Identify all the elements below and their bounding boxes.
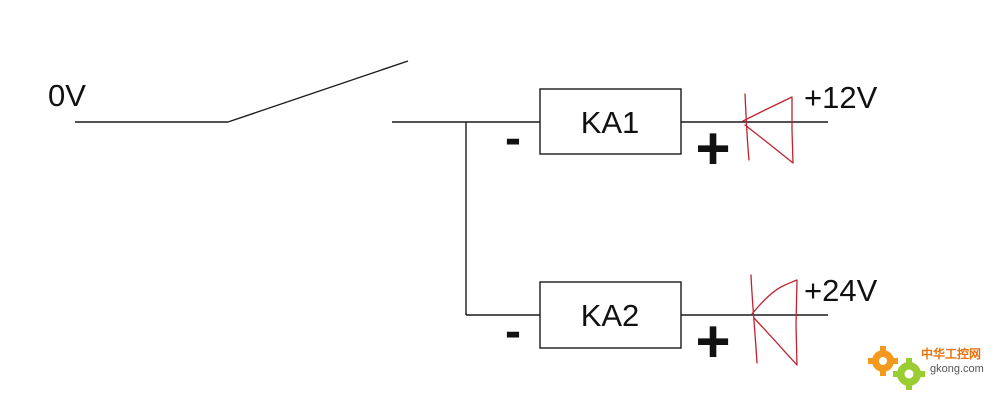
plus-sign-ka1: + <box>695 115 730 182</box>
minus-sign-ka2: - <box>505 305 521 358</box>
watermark-url: gkong.com <box>930 363 984 375</box>
diode-1 <box>742 93 794 164</box>
zero-volt-label: 0V <box>48 78 86 113</box>
diode-2 <box>750 274 798 366</box>
relay-label-ka2: KA2 <box>581 298 640 333</box>
common-wire <box>392 121 540 316</box>
relay-coil-ka2 <box>539 281 682 349</box>
plus-12v-label: +12V <box>804 80 878 115</box>
relay-coil-ka1 <box>539 88 682 155</box>
relay-label-ka1: KA1 <box>581 105 640 140</box>
relay-ka1: KA1 - + <box>505 88 828 182</box>
minus-sign-ka1: - <box>505 112 521 165</box>
switch <box>75 60 409 123</box>
watermark-brand: 中华工控网 <box>921 346 981 361</box>
plus-sign-ka2: + <box>695 308 730 375</box>
plus-24v-label: +24V <box>804 273 878 308</box>
gear-icon <box>868 346 925 390</box>
gkong-watermark: 中华工控网 gkong.com <box>868 346 984 390</box>
relay-ka2: KA2 - + <box>505 281 828 375</box>
